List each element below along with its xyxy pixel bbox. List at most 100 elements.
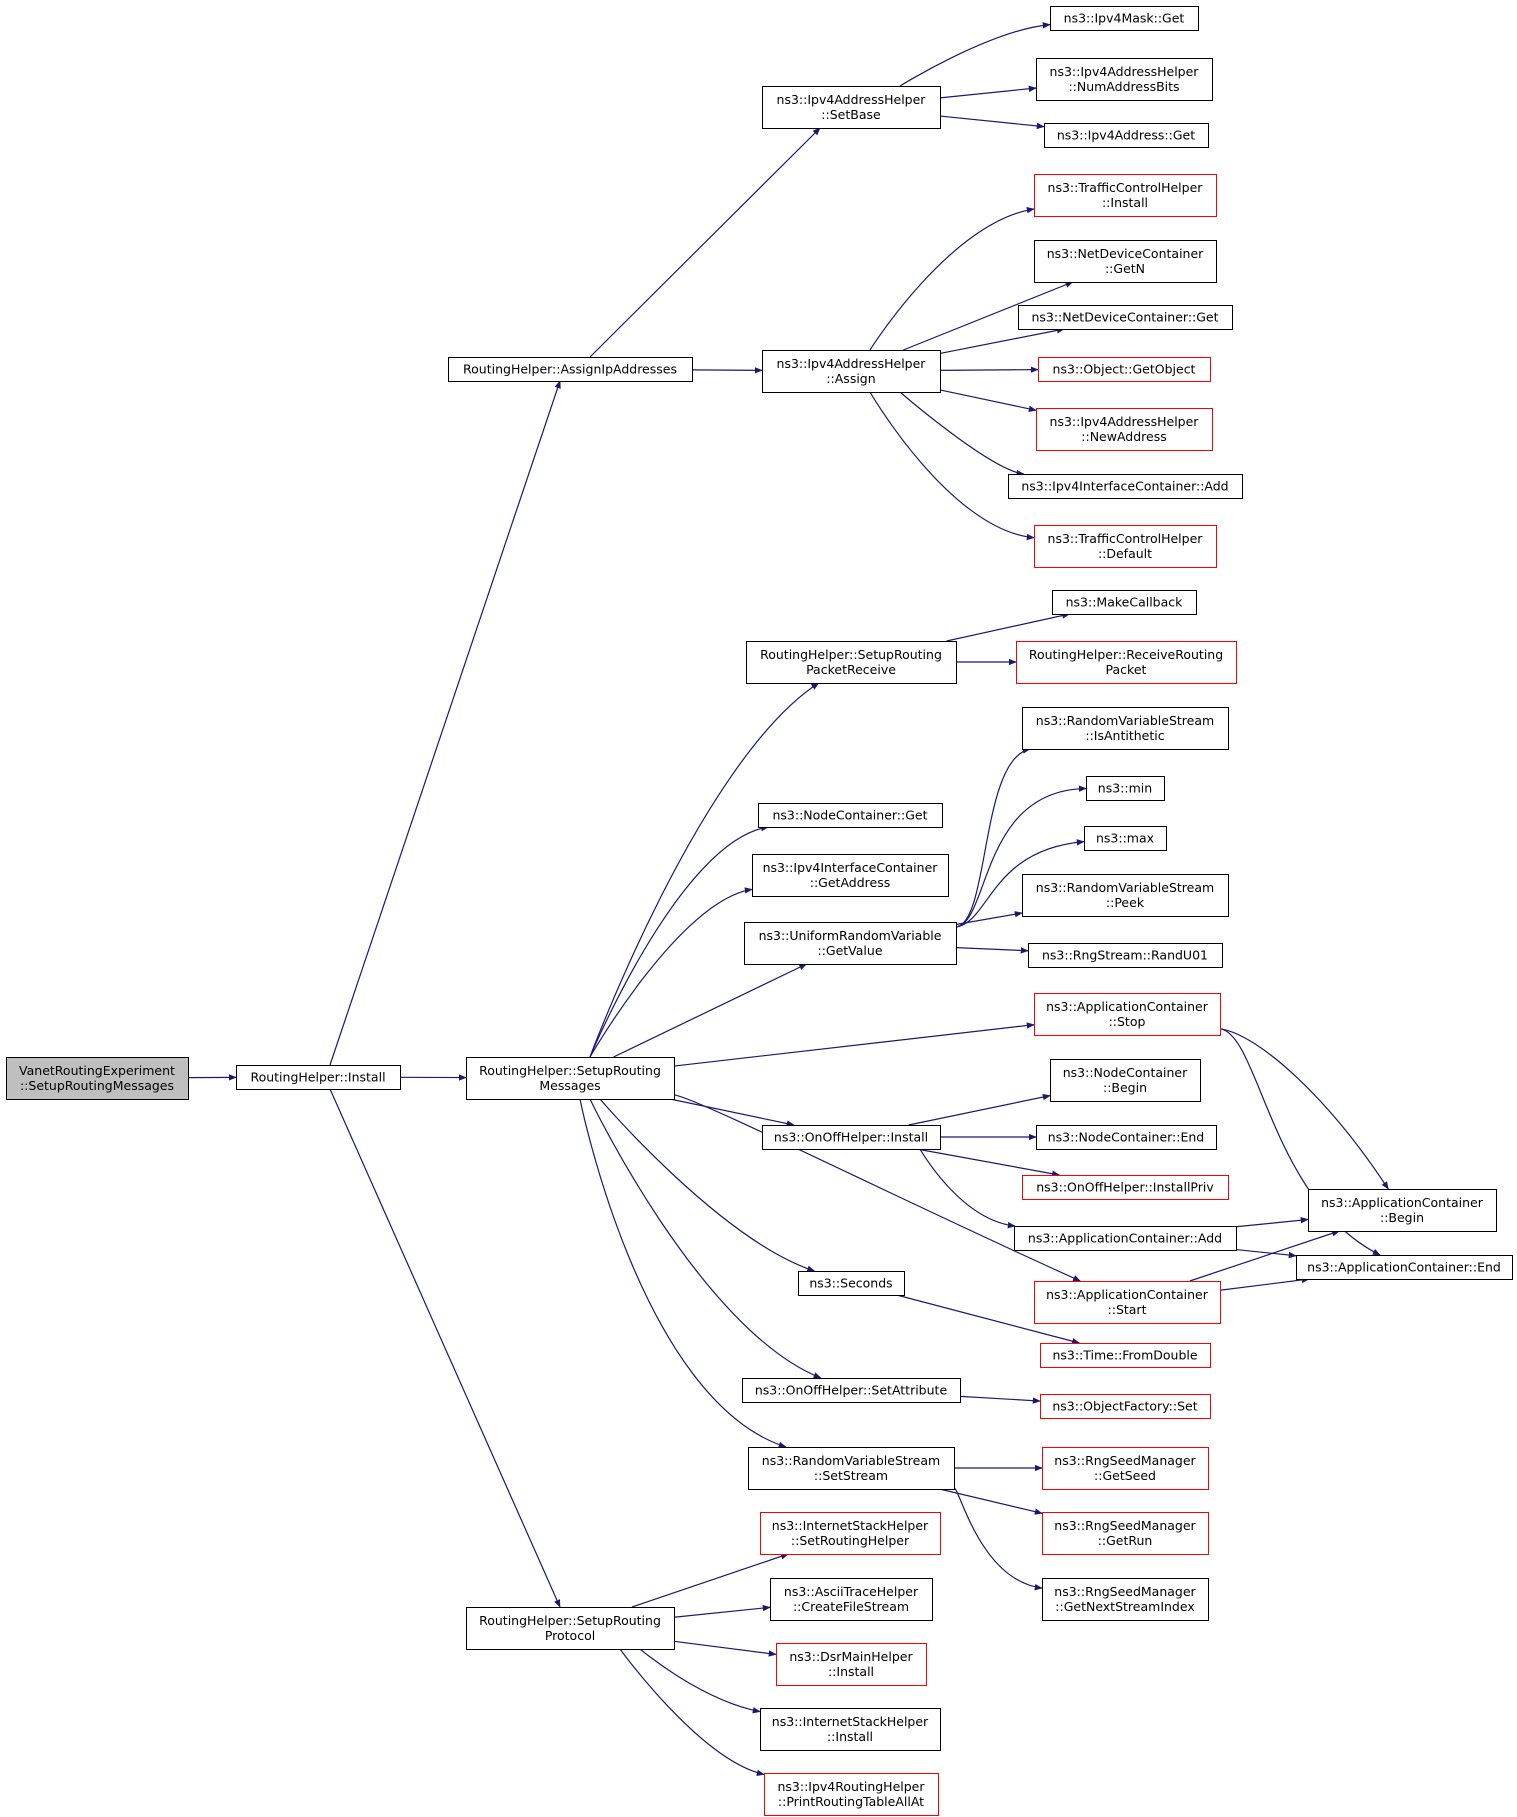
node-onoff-installpriv[interactable]: ns3::OnOffHelper::InstallPriv — [1022, 1175, 1229, 1200]
node-box[interactable] — [798, 1271, 905, 1296]
node-box[interactable] — [1040, 1343, 1211, 1368]
node-box[interactable] — [760, 1708, 941, 1751]
node-box[interactable] — [742, 1378, 961, 1403]
node-box[interactable] — [1034, 240, 1217, 283]
node-rsm-getseed[interactable]: ns3::RngSeedManager::GetSeed — [1042, 1447, 1209, 1490]
node-ns3-max[interactable]: ns3::max — [1084, 826, 1167, 851]
node-box[interactable] — [744, 922, 957, 965]
node-box[interactable] — [1296, 1255, 1513, 1280]
node-box[interactable] — [770, 1578, 933, 1621]
node-box[interactable] — [758, 803, 943, 828]
node-nc-end[interactable]: ns3::NodeContainer::End — [1036, 1125, 1217, 1150]
node-rvs-setstream[interactable]: ns3::RandomVariableStream::SetStream — [748, 1447, 955, 1490]
node-box[interactable] — [1050, 6, 1199, 31]
node-ipv4ah-numbits[interactable]: ns3::Ipv4AddressHelper::NumAddressBits — [1036, 58, 1213, 101]
node-ipv4rh-print[interactable]: ns3::Ipv4RoutingHelper::PrintRoutingTabl… — [764, 1773, 939, 1816]
node-box[interactable] — [448, 357, 693, 382]
node-rvs-peek[interactable]: ns3::RandomVariableStream::Peek — [1022, 874, 1229, 917]
node-box[interactable] — [748, 1447, 955, 1490]
node-box[interactable] — [764, 1773, 939, 1816]
node-ac-start[interactable]: ns3::ApplicationContainer::Start — [1034, 1281, 1221, 1324]
node-box[interactable] — [746, 641, 957, 684]
node-box[interactable] — [1308, 1189, 1497, 1232]
node-box[interactable] — [1084, 826, 1167, 851]
node-ish-install[interactable]: ns3::InternetStackHelper::Install — [760, 1708, 941, 1751]
node-box[interactable] — [1052, 590, 1197, 615]
node-tch-install[interactable]: ns3::TrafficControlHelper::Install — [1034, 174, 1217, 217]
node-box[interactable] — [1008, 474, 1243, 499]
node-rng-randu01[interactable]: ns3::RngStream::RandU01 — [1028, 943, 1223, 968]
node-box[interactable] — [1016, 641, 1237, 684]
node-ac-stop[interactable]: ns3::ApplicationContainer::Stop — [1034, 993, 1221, 1036]
node-ipv4ah-assign[interactable]: ns3::Ipv4AddressHelper::Assign — [762, 350, 941, 393]
node-box[interactable] — [6, 1057, 189, 1100]
node-rh-install[interactable]: RoutingHelper::Install — [236, 1065, 401, 1090]
node-obj-getobject[interactable]: ns3::Object::GetObject — [1038, 357, 1211, 382]
node-box[interactable] — [1028, 943, 1223, 968]
node-box[interactable] — [1022, 707, 1229, 750]
node-box[interactable] — [762, 86, 941, 129]
node-rsm-getrun[interactable]: ns3::RngSeedManager::GetRun — [1042, 1512, 1209, 1555]
node-ipv4addr-get[interactable]: ns3::Ipv4Address::Get — [1044, 123, 1209, 148]
node-rh-assignip[interactable]: RoutingHelper::AssignIpAddresses — [448, 357, 693, 382]
node-box[interactable] — [1034, 525, 1217, 568]
node-box[interactable] — [1040, 1394, 1211, 1419]
node-rsm-getnext[interactable]: ns3::RngSeedManager::GetNextStreamIndex — [1042, 1578, 1209, 1621]
node-dsr-install[interactable]: ns3::DsrMainHelper::Install — [776, 1643, 927, 1686]
node-box[interactable] — [1044, 123, 1209, 148]
node-ipv4ic-add[interactable]: ns3::Ipv4InterfaceContainer::Add — [1008, 474, 1243, 499]
node-of-set[interactable]: ns3::ObjectFactory::Set — [1040, 1394, 1211, 1419]
node-root[interactable]: VanetRoutingExperiment::SetupRoutingMess… — [6, 1057, 189, 1100]
node-box[interactable] — [466, 1057, 675, 1100]
node-box[interactable] — [776, 1643, 927, 1686]
node-ns3-seconds[interactable]: ns3::Seconds — [798, 1271, 905, 1296]
node-box[interactable] — [236, 1065, 401, 1090]
node-box[interactable] — [1022, 874, 1229, 917]
node-box[interactable] — [1036, 1125, 1217, 1150]
node-box[interactable] — [1022, 1175, 1229, 1200]
node-ac-add[interactable]: ns3::ApplicationContainer::Add — [1014, 1226, 1237, 1251]
node-ndc-get[interactable]: ns3::NetDeviceContainer::Get — [1018, 305, 1233, 330]
node-ac-begin[interactable]: ns3::ApplicationContainer::Begin — [1308, 1189, 1497, 1232]
node-rvs-isanti[interactable]: ns3::RandomVariableStream::IsAntithetic — [1022, 707, 1229, 750]
node-ipv4mask-get[interactable]: ns3::Ipv4Mask::Get — [1050, 6, 1199, 31]
node-urv-getvalue[interactable]: ns3::UniformRandomVariable::GetValue — [744, 922, 957, 965]
node-box[interactable] — [762, 350, 941, 393]
node-tch-default[interactable]: ns3::TrafficControlHelper::Default — [1034, 525, 1217, 568]
node-onoff-install[interactable]: ns3::OnOffHelper::Install — [762, 1125, 941, 1150]
node-time-fromdouble[interactable]: ns3::Time::FromDouble — [1040, 1343, 1211, 1368]
node-box[interactable] — [1014, 1226, 1237, 1251]
node-box[interactable] — [752, 854, 949, 897]
node-box[interactable] — [466, 1607, 675, 1650]
node-box[interactable] — [1036, 408, 1213, 451]
node-box[interactable] — [1034, 174, 1217, 217]
node-ipv4ah-setbase[interactable]: ns3::Ipv4AddressHelper::SetBase — [762, 86, 941, 129]
node-nc-begin[interactable]: ns3::NodeContainer::Begin — [1050, 1059, 1201, 1102]
node-ipv4ah-newaddr[interactable]: ns3::Ipv4AddressHelper::NewAddress — [1036, 408, 1213, 451]
node-box[interactable] — [1038, 357, 1211, 382]
node-box[interactable] — [1018, 305, 1233, 330]
node-box[interactable] — [1042, 1447, 1209, 1490]
node-box[interactable] — [760, 1512, 941, 1555]
node-nc-get[interactable]: ns3::NodeContainer::Get — [758, 803, 943, 828]
node-ipv4ic-getaddr[interactable]: ns3::Ipv4InterfaceContainer::GetAddress — [752, 854, 949, 897]
node-ac-end[interactable]: ns3::ApplicationContainer::End — [1296, 1255, 1513, 1280]
node-makecallback[interactable]: ns3::MakeCallback — [1052, 590, 1197, 615]
node-ns3-min[interactable]: ns3::min — [1086, 776, 1165, 801]
node-box[interactable] — [1042, 1578, 1209, 1621]
node-rh-setup-msgs[interactable]: RoutingHelper::SetupRoutingMessages — [466, 1057, 675, 1100]
node-box[interactable] — [1034, 993, 1221, 1036]
node-box[interactable] — [1050, 1059, 1201, 1102]
node-box[interactable] — [762, 1125, 941, 1150]
node-ath-createfile[interactable]: ns3::AsciiTraceHelper::CreateFileStream — [770, 1578, 933, 1621]
node-ndc-getn[interactable]: ns3::NetDeviceContainer::GetN — [1034, 240, 1217, 283]
node-box[interactable] — [1034, 1281, 1221, 1324]
node-onoff-setattr[interactable]: ns3::OnOffHelper::SetAttribute — [742, 1378, 961, 1403]
node-ish-setrouting[interactable]: ns3::InternetStackHelper::SetRoutingHelp… — [760, 1512, 941, 1555]
node-box[interactable] — [1086, 776, 1165, 801]
node-box[interactable] — [1036, 58, 1213, 101]
node-box[interactable] — [1042, 1512, 1209, 1555]
